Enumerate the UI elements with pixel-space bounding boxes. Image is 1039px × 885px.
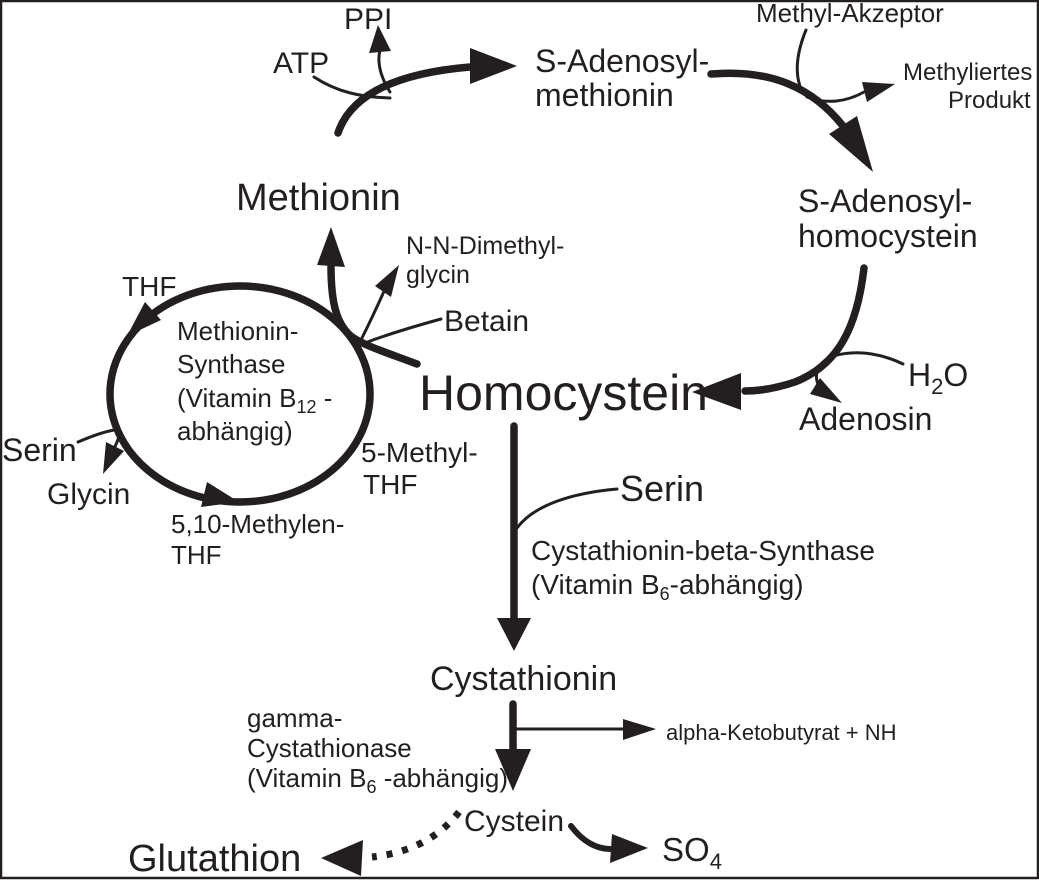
label-cystein: Cystein: [464, 805, 564, 838]
arrowhead-glycin: [103, 442, 124, 474]
arrowhead-to-sah: [829, 116, 873, 172]
label-adenosin: Adenosin: [799, 401, 932, 437]
label-methionin: Methionin: [236, 177, 401, 219]
label-cystathionase-line2: Cystathionase: [247, 733, 412, 763]
label-dimethylglycin-line2: glycin: [406, 261, 470, 289]
arrowhead-glutathion: [321, 840, 363, 876]
arrowhead-cycle-top: [127, 302, 161, 336]
arrow-cystein-to-glutathion-stem: [371, 809, 462, 861]
label-methyliertes: Methyliertes: [903, 59, 1032, 86]
label-cbs-line2: (Vitamin B6-abhängig): [531, 569, 804, 604]
arrowhead-to-sam: [470, 48, 517, 84]
label-glycin: Glycin: [47, 478, 130, 511]
arrow-ppi-stem: [377, 48, 392, 94]
label-sam-line2: methionin: [535, 77, 674, 113]
arrowhead-methyliertes-produkt: [862, 82, 895, 102]
label-cbs-line1: Cystathionin-beta-Synthase: [531, 535, 875, 566]
arrowhead-to-methionin: [317, 227, 345, 267]
arc-methionin-to-sam: [334, 63, 474, 137]
label-methylen-thf-line1: 5,10-Methylen-: [171, 509, 344, 539]
label-ppi: PPI: [344, 3, 392, 36]
label-alpha-ketobutyrat: alpha-Ketobutyrat + NH: [666, 720, 897, 745]
label-serin-mid: Serin: [620, 468, 704, 509]
arrowhead-to-cystein: [495, 749, 531, 791]
folate-cycle-circle: [106, 282, 374, 506]
line-methyl-akzeptor-in: [795, 28, 808, 93]
label-glutathion: Glutathion: [128, 838, 301, 880]
label-atp: ATP: [273, 47, 329, 80]
arrow-cystein-to-so4-stem: [568, 823, 613, 852]
label-h2o: H2O: [908, 357, 968, 399]
label-methyl-thf-line2: THF: [363, 469, 417, 500]
arrow-methyliertes-produkt-stem: [805, 90, 866, 103]
label-synthase-line3: (Vitamin B12 -: [177, 383, 332, 417]
label-homocystein: Homocystein: [419, 365, 708, 421]
label-betain: Betain: [444, 305, 529, 338]
arc-sah-to-homocystein: [741, 264, 868, 395]
arrowhead-adenosin: [810, 378, 842, 403]
line-serin-left-in: [76, 428, 116, 444]
line-atp-in: [312, 75, 392, 100]
label-sah-line2: homocystein: [798, 218, 978, 254]
arrowhead-to-cystathionin: [497, 618, 531, 651]
label-synthase-line1: Methionin-: [177, 316, 298, 346]
label-synthase-line4: abhängig): [177, 416, 293, 446]
label-synthase-line2: Synthase: [177, 349, 285, 379]
arrowhead-cycle-bottom: [201, 482, 239, 507]
arrowhead-dimethylglycin: [375, 265, 399, 297]
line-serin-mid-in: [515, 487, 619, 530]
label-serin-left: Serin: [2, 432, 77, 468]
line-h2o-in: [831, 351, 905, 366]
arrowhead-to-homocystein: [692, 373, 741, 410]
label-cystathionin: Cystathionin: [430, 660, 617, 698]
label-sam-line1: S-Adenosyl-: [535, 43, 709, 79]
arrowhead-alpha-ketobutyrat: [623, 719, 656, 740]
label-so4: SO4: [662, 831, 722, 874]
arc-sam-to-sah: [707, 69, 847, 130]
line-betain-in: [358, 317, 443, 347]
arrowhead-ppi: [369, 25, 391, 53]
label-sah-line1: S-Adenosyl-: [798, 183, 972, 219]
label-methyl-akzeptor: Methyl-Akzeptor: [756, 0, 944, 28]
label-cystathionase-line1: gamma-: [247, 703, 342, 733]
label-thf-top: THF: [122, 271, 176, 302]
label-methyl-thf-line1: 5-Methyl-: [361, 437, 478, 468]
label-produkt: Produkt: [948, 87, 1031, 114]
label-dimethylglycin-line1: N-N-Dimethyl-: [406, 232, 564, 260]
arrowhead-so4: [610, 834, 648, 863]
arrow-dimethylglycin-stem: [358, 287, 387, 344]
label-methylen-thf-line2: THF: [171, 540, 222, 570]
label-cystathionase-line3: (Vitamin B6 -abhängig): [247, 763, 508, 797]
